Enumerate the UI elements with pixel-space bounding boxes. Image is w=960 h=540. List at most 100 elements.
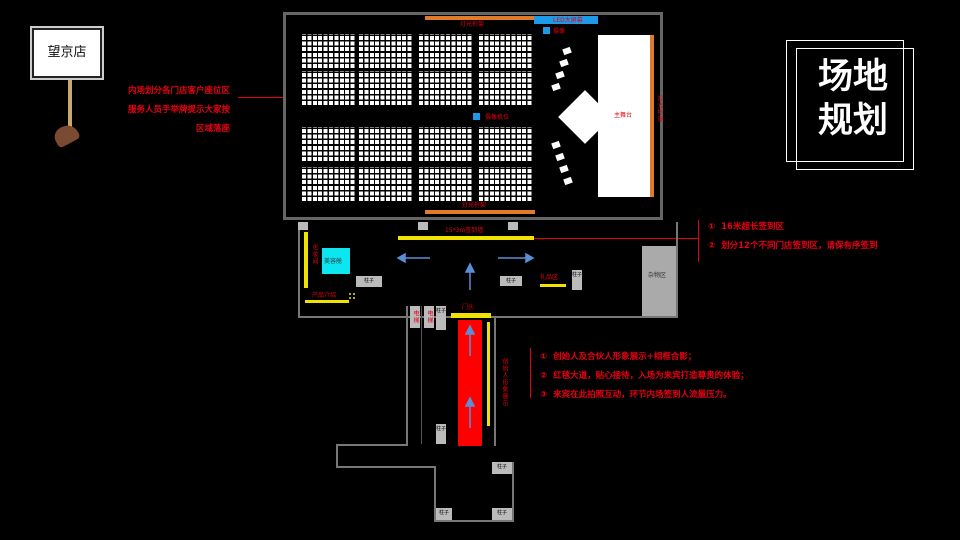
elevator-label: 电梯 — [426, 310, 433, 324]
seat-block — [359, 71, 413, 105]
founder-label: 创始人形象展示 — [501, 358, 508, 407]
seat-block — [359, 34, 413, 68]
carpet-leader-line — [530, 348, 531, 398]
pillar — [418, 222, 428, 230]
carpet-arrow-head — [464, 396, 476, 407]
top-truss-label: 灯光桁架 — [460, 21, 485, 28]
signin-notes: ① 16米超长签到区 ② 划分12个不同门店签到区，请保有序签到 — [708, 218, 877, 256]
carpet-note: ① 创始人及合伙人形象展示+相框合影； — [540, 352, 697, 362]
seat-block — [302, 71, 356, 105]
corridor-walls — [434, 520, 514, 522]
seat-block — [302, 127, 356, 161]
right-truss — [650, 35, 654, 197]
seat-block — [419, 34, 473, 68]
camera-mid-label: 摄像机位 — [485, 114, 510, 121]
founder-wall — [487, 322, 490, 426]
pillar: 柱子 — [436, 306, 446, 330]
elevator-shaft — [421, 306, 422, 444]
bottom-truss — [425, 210, 535, 214]
left-note: 内场划分各门店客户座位区 服务人员手举牌提示大家按 区域落座 — [110, 82, 230, 139]
corridor-walls — [434, 466, 436, 522]
seat-block — [302, 167, 356, 201]
pillar — [508, 222, 518, 230]
storage-label: 杂物区 — [648, 272, 667, 279]
page-title-line1: 场地 — [817, 57, 888, 97]
seat-block — [359, 167, 413, 201]
left-note-line: 内场划分各门店客户座位区 — [127, 86, 230, 96]
seat-block — [419, 167, 473, 201]
product-display — [305, 300, 349, 303]
seat-block — [359, 127, 413, 161]
decor-dots — [348, 292, 356, 300]
right-truss-label: 灯光桁架 — [656, 95, 663, 123]
arrow-right-head — [525, 252, 535, 264]
seat-block — [479, 167, 533, 201]
carpet-note: ③ 来宾在此拍照互动，环节内场签到人流量压力。 — [540, 390, 732, 400]
elevator-label: 电梯 — [412, 310, 419, 324]
carpet-notes: ① 创始人及合伙人形象展示+相框合影； ② 红毯大道，贴心接待，入场为来宾打造尊… — [540, 348, 749, 405]
left-leader-line — [238, 97, 284, 98]
makeup-wall — [304, 232, 308, 288]
pillar: 柱子 — [436, 508, 452, 520]
seat-block — [479, 71, 533, 105]
seat-block — [419, 127, 473, 161]
pillar: 柱子 — [356, 276, 382, 287]
seat-block — [419, 71, 473, 105]
left-note-line: 服务人员手举牌提示大家按 — [127, 105, 230, 115]
main-hall — [283, 12, 663, 220]
seat-block — [479, 127, 533, 161]
beauty-cabin — [322, 248, 350, 274]
carpet-arrow-head — [464, 324, 476, 335]
gift-label: 礼品区 — [540, 274, 559, 281]
led-screen-label: LED大屏幕 — [553, 17, 583, 24]
arrow-left-head — [396, 252, 406, 264]
camera-top — [543, 27, 550, 34]
page-title: 场地 规划 — [808, 55, 898, 143]
page-title-line2: 规划 — [817, 101, 888, 141]
top-truss — [425, 16, 535, 20]
beauty-cabin-label: 美容舱 — [324, 258, 343, 265]
signin-leader-vertical — [698, 220, 699, 262]
sign-pole — [68, 80, 72, 130]
store-sign: 望京店 — [30, 26, 104, 80]
pillar: 柱子 — [492, 508, 512, 520]
corridor-walls — [494, 316, 534, 318]
seat-block — [479, 34, 533, 68]
door-label: 门头 — [462, 304, 475, 311]
pillar: 柱子 — [492, 462, 512, 474]
corridor-walls — [336, 444, 338, 468]
signin-wall-label: 15*3m签到墙 — [445, 227, 484, 234]
corridor-walls — [512, 462, 514, 522]
main-stage-label: 主舞台 — [614, 112, 633, 119]
corridor-walls — [336, 466, 436, 468]
signin-leader-line — [534, 238, 698, 239]
corridor-walls — [494, 316, 496, 446]
title-frame-front — [796, 48, 914, 170]
led-screen — [534, 16, 598, 24]
corridor-walls — [406, 306, 408, 444]
signin-note: ② 划分12个不同门店签到区，请保有序签到 — [708, 241, 878, 251]
gift-area — [540, 284, 566, 287]
elevator — [410, 306, 420, 328]
door-header — [451, 313, 491, 318]
storage-area — [642, 246, 676, 316]
pillar: 柱子 — [436, 424, 446, 444]
bottom-truss-label: 灯光桁架 — [462, 202, 487, 209]
makeup-label: 化妆间 — [311, 244, 318, 265]
elevator — [424, 306, 434, 328]
product-display-label: 产品介绍 — [312, 292, 337, 299]
left-note-line: 区域落座 — [195, 124, 230, 134]
signin-wall — [398, 236, 534, 240]
seat-block — [302, 34, 356, 68]
title-frame-back — [786, 40, 904, 162]
arrow-up-head — [464, 262, 476, 273]
signin-note: ① 16米超长签到区 — [708, 222, 784, 232]
pillar: 柱子 — [500, 276, 522, 286]
camera-mid — [473, 113, 480, 120]
camera-top-label: 摄像 — [553, 28, 566, 35]
pillar — [298, 222, 308, 230]
